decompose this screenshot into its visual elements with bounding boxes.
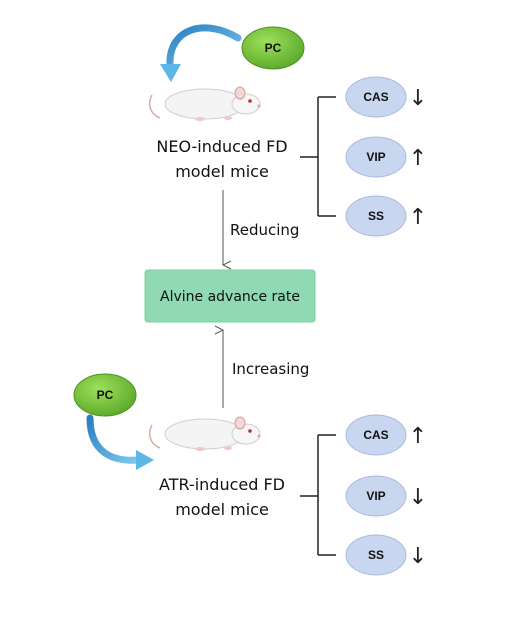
top-marker-vip: VIP [345, 136, 407, 178]
bottom-effect-label: Increasing [232, 360, 309, 378]
bottom-marker-ss-label: SS [368, 548, 384, 562]
top-marker-ss: SS [345, 195, 407, 237]
top-marker-vip-trend-icon: ↑ [409, 146, 427, 171]
bottom-model-line1: ATR-induced FD [159, 475, 285, 494]
bottom-marker-ss-trend-icon: ↓ [409, 544, 427, 569]
bottom-marker-vip: VIP [345, 475, 407, 517]
top-section: PC NEO-induced FD model mice CAS [148, 24, 427, 265]
top-pc-label: PC [265, 41, 282, 55]
top-marker-cas: CAS [345, 76, 407, 118]
bottom-marker-ss: SS [345, 534, 407, 576]
bottom-marker-vip-trend-icon: ↓ [409, 485, 427, 510]
top-model-line2: model mice [175, 162, 269, 181]
bottom-mouse-image [148, 416, 261, 451]
top-marker-cas-label: CAS [363, 90, 388, 104]
top-bracket [300, 96, 336, 217]
top-model-line1: NEO-induced FD [156, 137, 287, 156]
top-mouse-image [148, 86, 261, 121]
bottom-pc-label: PC [97, 388, 114, 402]
top-marker-ss-trend-icon: ↑ [409, 205, 427, 230]
bottom-model-line2: model mice [175, 500, 269, 519]
top-pc-node: PC [241, 26, 305, 70]
outcome-label: Alvine advance rate [160, 289, 300, 305]
bottom-marker-cas-label: CAS [363, 428, 388, 442]
bottom-marker-vip-label: VIP [366, 489, 385, 503]
top-effect-label: Reducing [230, 221, 299, 239]
top-marker-vip-label: VIP [366, 150, 385, 164]
top-curved-arrow [160, 24, 242, 82]
outcome-node: Alvine advance rate [144, 269, 316, 323]
bottom-pc-node: PC [73, 373, 137, 417]
top-marker-ss-label: SS [368, 209, 384, 223]
bottom-marker-cas-trend-icon: ↑ [409, 424, 427, 449]
bottom-section: Increasing PC ATR-induced FD model mice [73, 330, 427, 576]
bottom-bracket [300, 434, 336, 556]
top-marker-cas-trend-icon: ↓ [409, 86, 427, 111]
bottom-curved-arrow [86, 414, 154, 470]
bottom-marker-cas: CAS [345, 414, 407, 456]
